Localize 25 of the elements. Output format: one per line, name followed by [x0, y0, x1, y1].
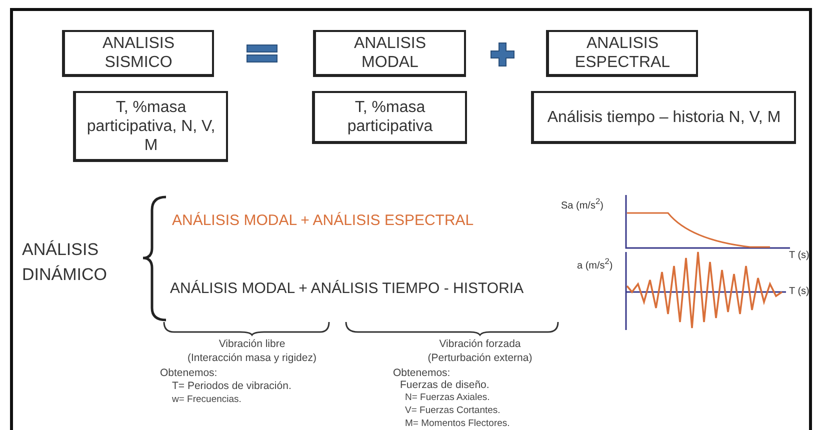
caption-text: (Perturbación externa) — [426, 352, 534, 364]
text-box: T, %masa participativa, N, V, M — [73, 91, 228, 162]
text-box: ANALISIS SISMICO — [62, 30, 214, 77]
text-box: ANALISIS MODAL — [313, 30, 466, 77]
equation-text: ANÁLISIS MODAL + ANÁLISIS TIEMPO - HISTORIA — [170, 280, 524, 297]
caption-text: Vibración libre — [218, 338, 286, 350]
axis-label: T (s) — [789, 250, 810, 261]
caption-text: Vibración forzada — [438, 338, 522, 350]
axis-label: Sa (m/s$^{2}$) — [561, 196, 604, 212]
caption-text: (Interacción masa y rigidez) — [186, 352, 318, 364]
text-box: ANALISIS ESPECTRAL — [546, 30, 698, 77]
text-box: Análisis tiempo – historia N, V, M — [531, 91, 796, 144]
note-text: M= Momentos Flectores. — [405, 418, 510, 429]
note-text: T= Periodos de vibración. — [172, 380, 292, 392]
note-text: Obtenemos: — [393, 367, 450, 379]
section-heading: ANÁLISIS DINÁMICO — [22, 239, 108, 286]
note-text: Fuerzas de diseño. — [400, 379, 490, 391]
note-text: V= Fuerzas Cortantes. — [405, 405, 500, 416]
text-box: T, %masa participativa — [312, 91, 467, 144]
equation-text: ANÁLISIS MODAL + ANÁLISIS ESPECTRAL — [172, 212, 474, 229]
axis-label: a (m/s$^{2}$) — [577, 256, 613, 272]
note-text: w= Frecuencias. — [172, 394, 242, 405]
note-text: Obtenemos: — [160, 367, 218, 379]
note-text: N= Fuerzas Axiales. — [405, 392, 490, 403]
axis-label: T (s) — [789, 286, 810, 297]
